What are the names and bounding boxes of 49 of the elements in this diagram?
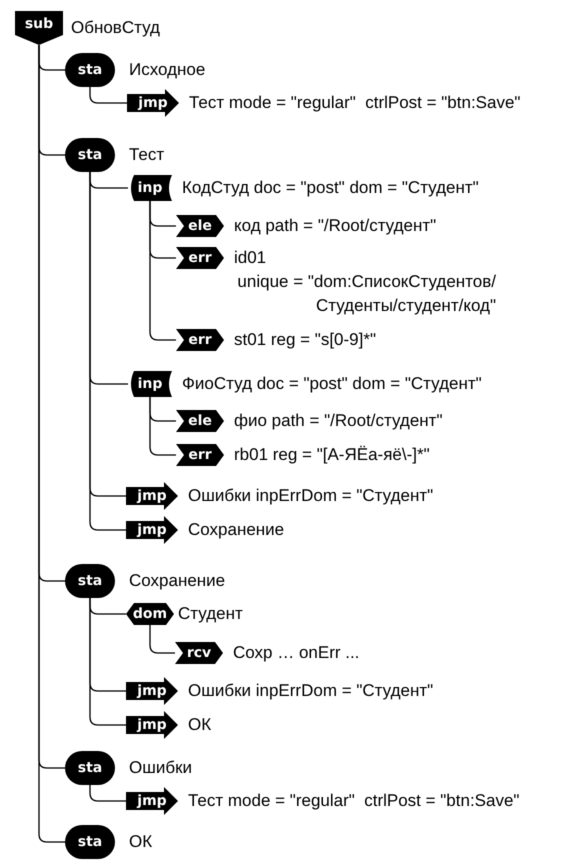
node-label: id01 <box>234 247 266 269</box>
tag-badge: sta <box>65 564 115 598</box>
tree-connector <box>89 598 126 726</box>
tag-badge: sta <box>65 825 115 859</box>
node-label: Сохранение <box>188 519 284 541</box>
node-label: Ошибки <box>129 757 192 779</box>
tag-badge: sta <box>65 53 115 87</box>
node-label: фио path = "/Root/студент" <box>234 410 443 432</box>
tree-connector <box>89 87 127 104</box>
tag-badge: jmp <box>126 482 178 510</box>
tag-badge: ele <box>176 410 224 432</box>
tag-badge: jmp <box>127 89 179 117</box>
tag-badge: inp <box>128 175 172 201</box>
tag-badge: err <box>176 329 224 351</box>
tag-badge: sta <box>65 138 115 172</box>
tree-connector <box>149 397 176 456</box>
node-label: КодСтуд doc = "post" dom = "Студент" <box>182 177 479 199</box>
node-label: unique = "dom:СписокСтудентов/ Студенты/студент/код" <box>236 271 496 317</box>
tree-connector <box>149 625 175 654</box>
node-label: Тест <box>129 144 164 166</box>
node-label: Ошибки inpErrDom = "Студент" <box>188 485 434 507</box>
tag-badge: jmp <box>126 787 178 815</box>
node-label: код path = "/Root/студент" <box>234 215 436 237</box>
tag-badge: jmp <box>126 711 178 739</box>
tag-badge: rcv <box>175 642 223 664</box>
node-label: Сохранение <box>129 570 226 592</box>
tag-badge: err <box>176 247 224 269</box>
node-label: ФиоСтуд doc = "post" dom = "Студент" <box>182 373 482 395</box>
node-label: Студент <box>178 603 243 625</box>
tag-badge: err <box>176 444 224 466</box>
tag-badge: sta <box>65 751 115 785</box>
node-label: ОК <box>188 714 212 736</box>
tag-badge: sub <box>15 11 63 45</box>
tree-connector <box>149 201 176 341</box>
node-label: Ошибки inpErrDom = "Студент" <box>188 680 434 702</box>
tag-badge: jmp <box>126 516 178 544</box>
node-label: rb01 reg = "[А-ЯЁа-яё\-]*" <box>234 444 430 466</box>
node-label: st01 reg = "s[0-9]*" <box>234 329 376 351</box>
node-label: Исходное <box>129 59 206 81</box>
node-label: Сохр … onErr ... <box>233 642 360 664</box>
tag-badge: ele <box>176 215 224 237</box>
node-label: ОК <box>129 831 152 853</box>
tree-connector <box>89 785 126 802</box>
tag-badge: dom <box>126 603 174 625</box>
tag-badge: jmp <box>126 677 178 705</box>
node-label: Тест mode = "regular" ctrlPost = "btn:Save" <box>188 790 520 812</box>
node-label: Тест mode = "regular" ctrlPost = "btn:Save" <box>189 92 520 114</box>
tag-badge: inp <box>128 371 172 397</box>
node-label: ОбновСтуд <box>71 17 160 39</box>
